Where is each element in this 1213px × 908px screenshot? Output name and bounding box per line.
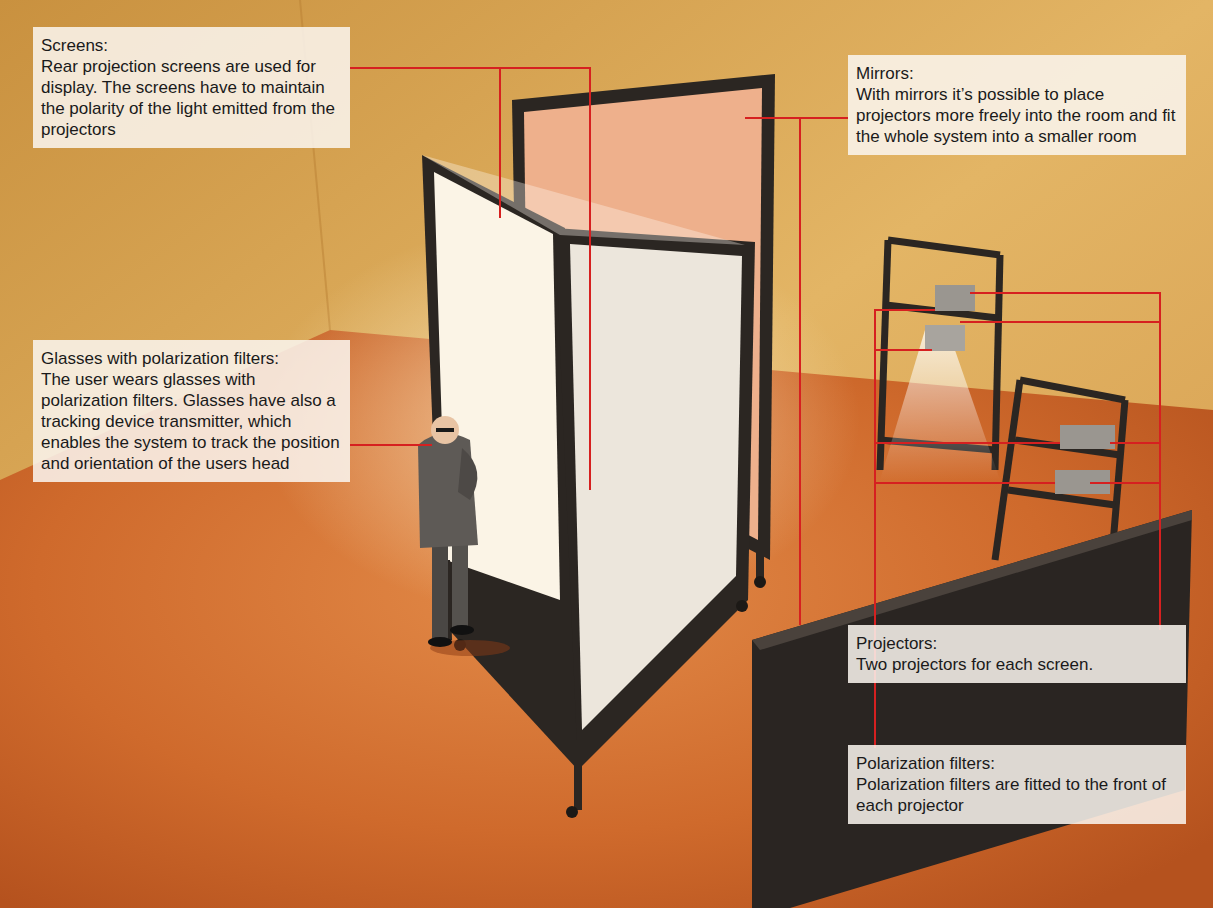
screen-b-frame: [555, 228, 755, 770]
callout-heading: Polarization filters:: [856, 753, 1178, 774]
user-figure: [418, 416, 510, 656]
callout-box: Mirrors:With mirrors it’s possible to pl…: [848, 55, 1186, 155]
projector: [935, 285, 975, 311]
wheel: [736, 600, 748, 612]
callout-body: With mirrors it’s possible to place proj…: [856, 84, 1178, 147]
callout-box: Projectors:Two projectors for each scree…: [848, 625, 1186, 683]
callout-heading: Screens:: [41, 35, 342, 56]
callout-heading: Projectors:: [856, 633, 1178, 654]
wheel: [754, 576, 766, 588]
projector-beam: [880, 330, 1000, 480]
front-mirror: [752, 510, 1192, 908]
screen-top-light: [422, 155, 745, 245]
screen-leg: [574, 740, 582, 810]
screen-b-surface: [570, 244, 742, 730]
callout-heading: Glasses with polarization filters:: [41, 348, 342, 369]
callout-body: Polarization filters are fitted to the f…: [856, 774, 1178, 816]
callout-body: Rear projection screens are used for dis…: [41, 56, 342, 140]
back-mirror-leg: [756, 540, 764, 580]
callout-box: Screens:Rear projection screens are used…: [33, 27, 350, 148]
wheel: [566, 806, 578, 818]
projector: [1060, 425, 1115, 449]
callout-box: Glasses with polarization filters:The us…: [33, 340, 350, 482]
projector-rack: [880, 240, 1125, 580]
callout-heading: Mirrors:: [856, 63, 1178, 84]
callout-body: The user wears glasses with polarization…: [41, 369, 342, 474]
projector: [925, 325, 965, 351]
callout-box: Polarization filters:Polarization filter…: [848, 745, 1186, 824]
callout-body: Two projectors for each screen.: [856, 654, 1178, 675]
